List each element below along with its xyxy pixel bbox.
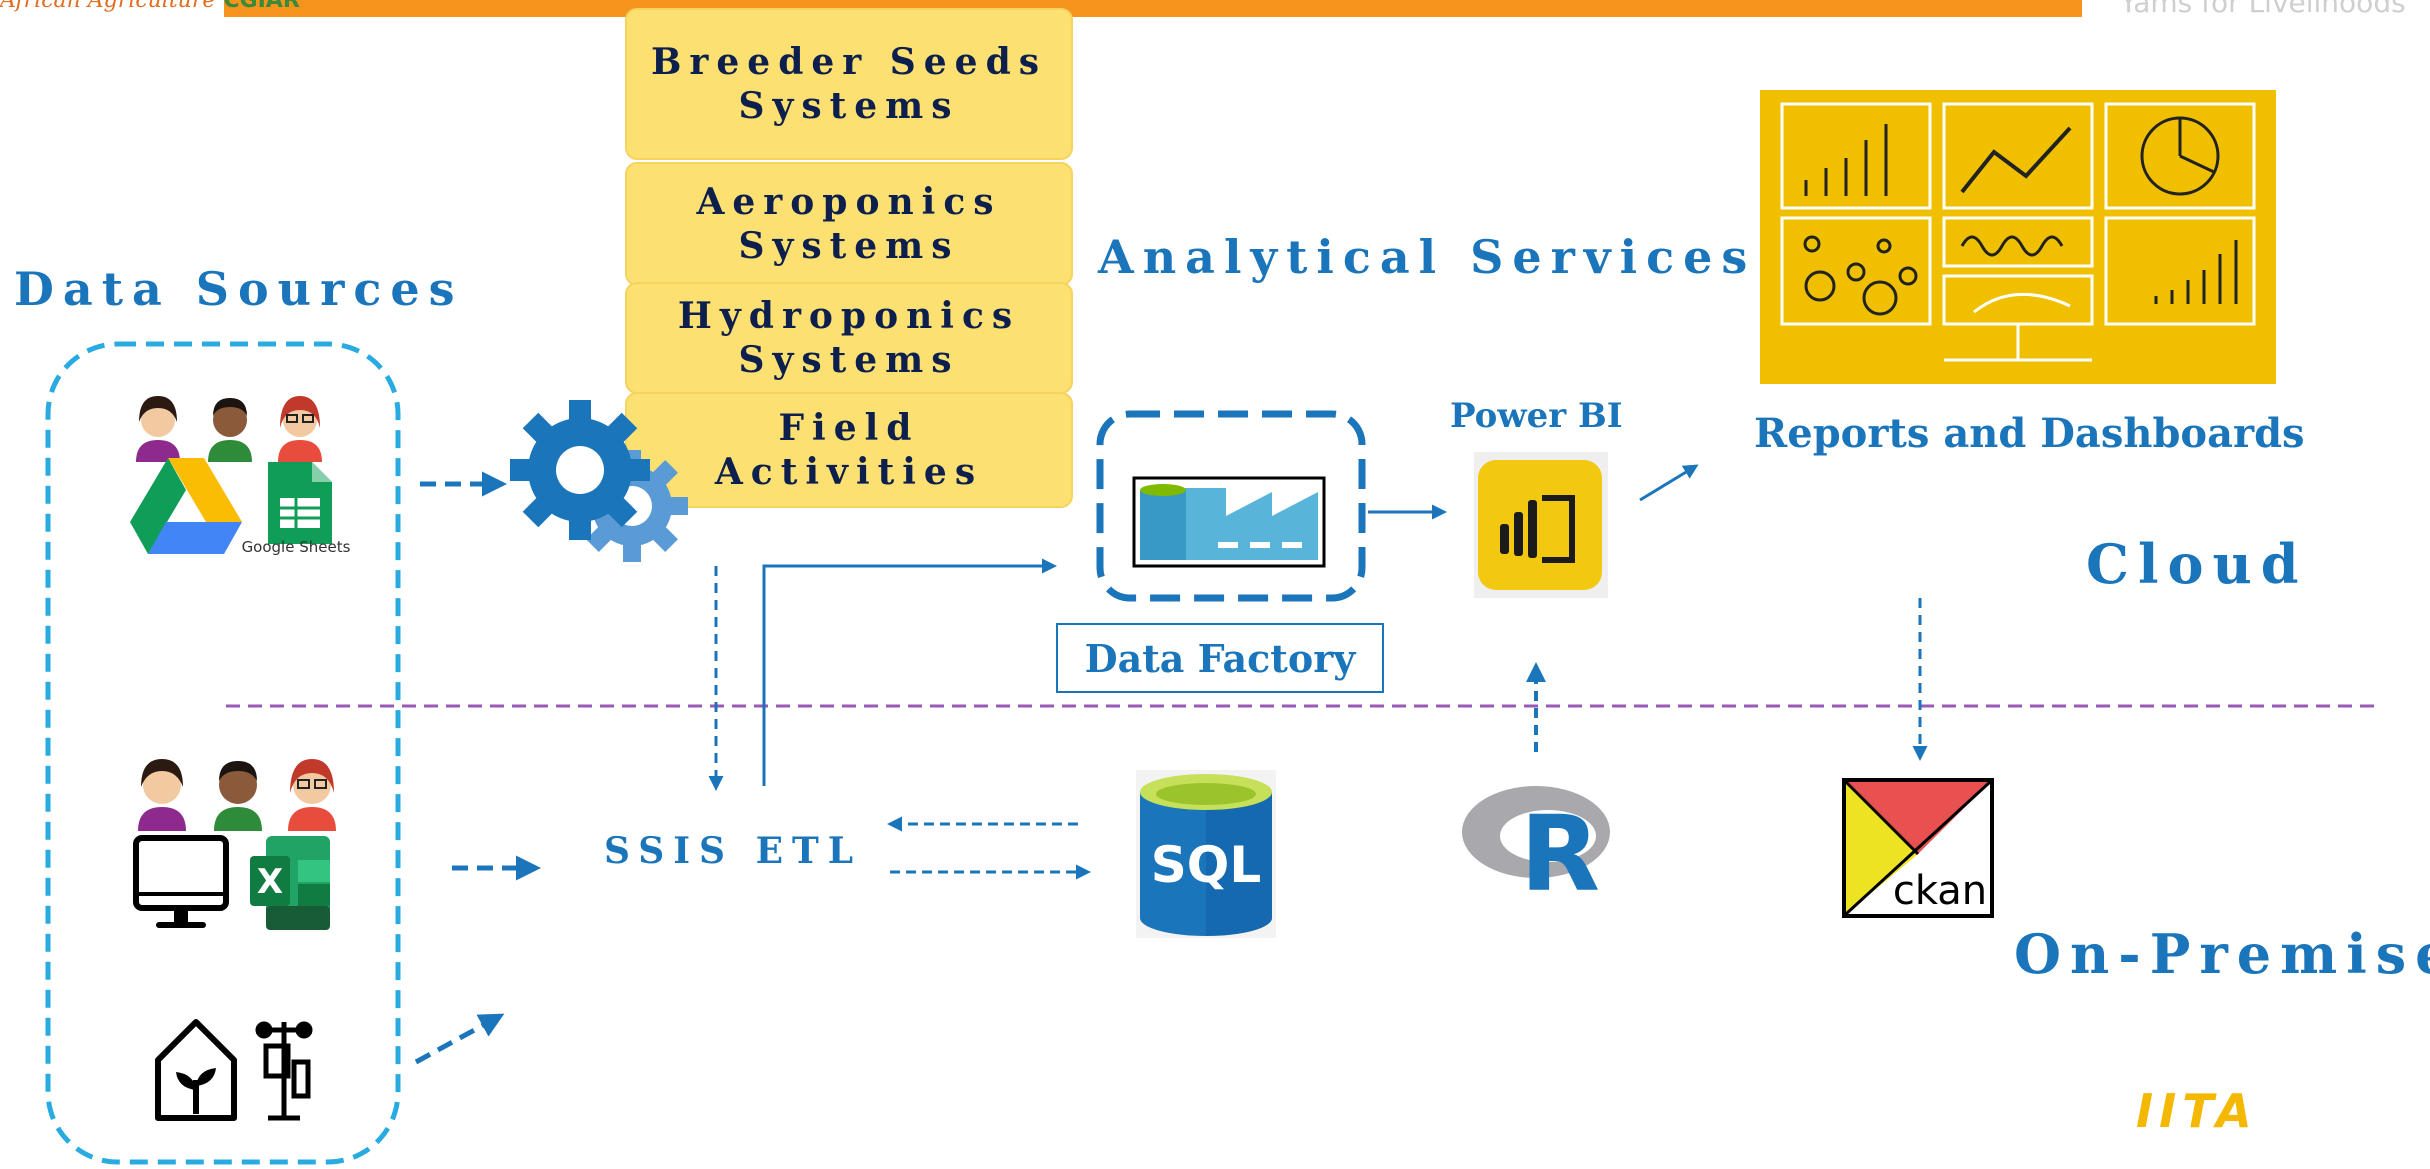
yams-logo: Yams for Livelihoods: [2120, 0, 2406, 19]
sql-label: SQL: [1151, 836, 1261, 894]
iita-label: IITA: [2136, 1084, 2258, 1138]
on-premise-label: On-Premise: [2014, 922, 2430, 986]
ckan-label: ckan: [1893, 868, 1987, 914]
ckan-logo-icon: ckan: [1842, 778, 1994, 918]
breeder-seeds-box: Breeder Seeds Systems: [625, 8, 1073, 160]
flow-arrows: [414, 464, 1928, 1065]
greenhouse-icon: [155, 1019, 237, 1121]
arrow-ssis-to-data-factory: [762, 558, 1057, 786]
ssis-etl-label: SSIS ETL: [604, 830, 863, 872]
data-factory-container: [1096, 410, 1366, 602]
computer-monitor-icon: [133, 835, 229, 928]
sql-database-icon: SQL: [1136, 770, 1276, 938]
dashboard-icon: [1760, 90, 2276, 384]
google-drive-icon: [130, 458, 242, 554]
excel-icon: X: [250, 836, 330, 930]
field-activities-box: Field Activities: [625, 392, 1073, 508]
data-factory-icon: [1132, 476, 1326, 568]
power-bi-icon: [1474, 452, 1608, 598]
data-factory-label: Data Factory: [1056, 623, 1384, 693]
google-sheets-label: Google Sheets: [242, 538, 351, 556]
arrow-power-bi-to-reports: [1639, 464, 1699, 502]
gears-icon: [510, 400, 688, 562]
r-logo-icon: R: [1462, 786, 1610, 915]
people-icon: [138, 759, 336, 831]
r-label: R: [1520, 793, 1600, 915]
hydroponics-box: Hydroponics Systems: [625, 282, 1073, 394]
data-sources-container: [45, 341, 401, 1165]
google-sheets-icon: [268, 462, 332, 544]
cloud-label: Cloud: [2086, 532, 2308, 596]
analytical-services-heading: Analytical Services: [1098, 230, 1757, 284]
svg-text:X: X: [257, 862, 283, 902]
data-sources-heading: Data Sources: [14, 262, 464, 316]
power-bi-label: Power BI: [1450, 396, 1623, 436]
people-icon: [136, 396, 322, 462]
reports-dashboards-label: Reports and Dashboards: [1754, 410, 2305, 457]
arrow-sensors-to-ssis: [414, 1013, 505, 1065]
weather-station-icon: [255, 1021, 313, 1121]
aeroponics-box: Aeroponics Systems: [625, 162, 1073, 286]
